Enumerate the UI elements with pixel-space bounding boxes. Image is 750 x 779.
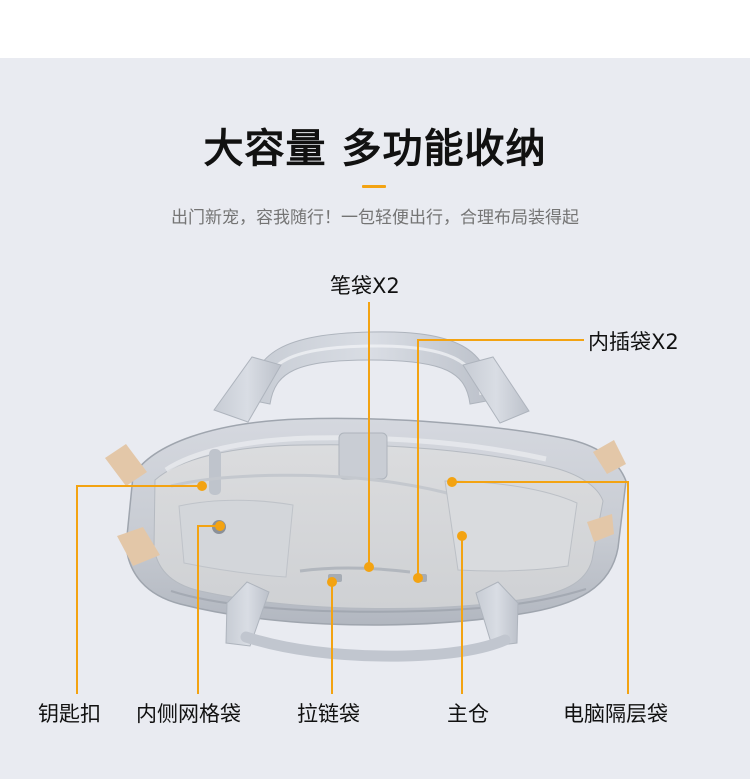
bag-side-straps — [213, 356, 530, 424]
callout-dots — [197, 477, 467, 587]
callout-dot-main — [457, 531, 467, 541]
title-accent-bar — [362, 185, 386, 188]
callout-line-inner-mesh — [197, 525, 220, 694]
feature-title: 大容量 多功能收纳 — [203, 126, 547, 172]
label-inner-mesh-pocket: 内侧网格袋 — [136, 702, 241, 726]
label-zipper-pocket: 拉链袋 — [297, 702, 360, 726]
callout-dot-key-clip — [197, 481, 207, 491]
label-key-clip: 钥匙扣 — [38, 702, 101, 726]
bag-corner-patches — [105, 440, 626, 566]
callout-dot-insert-pocket — [413, 573, 423, 583]
label-pen-bag: 笔袋X2 — [330, 274, 400, 298]
label-laptop-sleeve: 电脑隔层袋 — [563, 702, 668, 726]
callout-dot-laptop — [447, 477, 457, 487]
bag-bottom-straps — [225, 581, 519, 662]
callout-line-insert-pocket — [417, 339, 584, 578]
callout-dot-inner-mesh — [215, 521, 225, 531]
label-insert-pocket: 内插袋X2 — [588, 330, 679, 354]
bag-inner-structure — [170, 432, 578, 582]
callout-dot-zipper — [327, 577, 337, 587]
callout-line-key-clip — [76, 485, 202, 694]
callout-line-laptop — [452, 481, 629, 694]
callout-dot-pen-bag — [364, 562, 374, 572]
callout-lines — [76, 302, 629, 694]
label-main-compartment: 主仓 — [447, 702, 489, 726]
feature-subtitle: 出门新宠，容我随行！一包轻便出行，合理布局装得起 — [171, 208, 579, 228]
bag-top-handle — [249, 331, 493, 405]
